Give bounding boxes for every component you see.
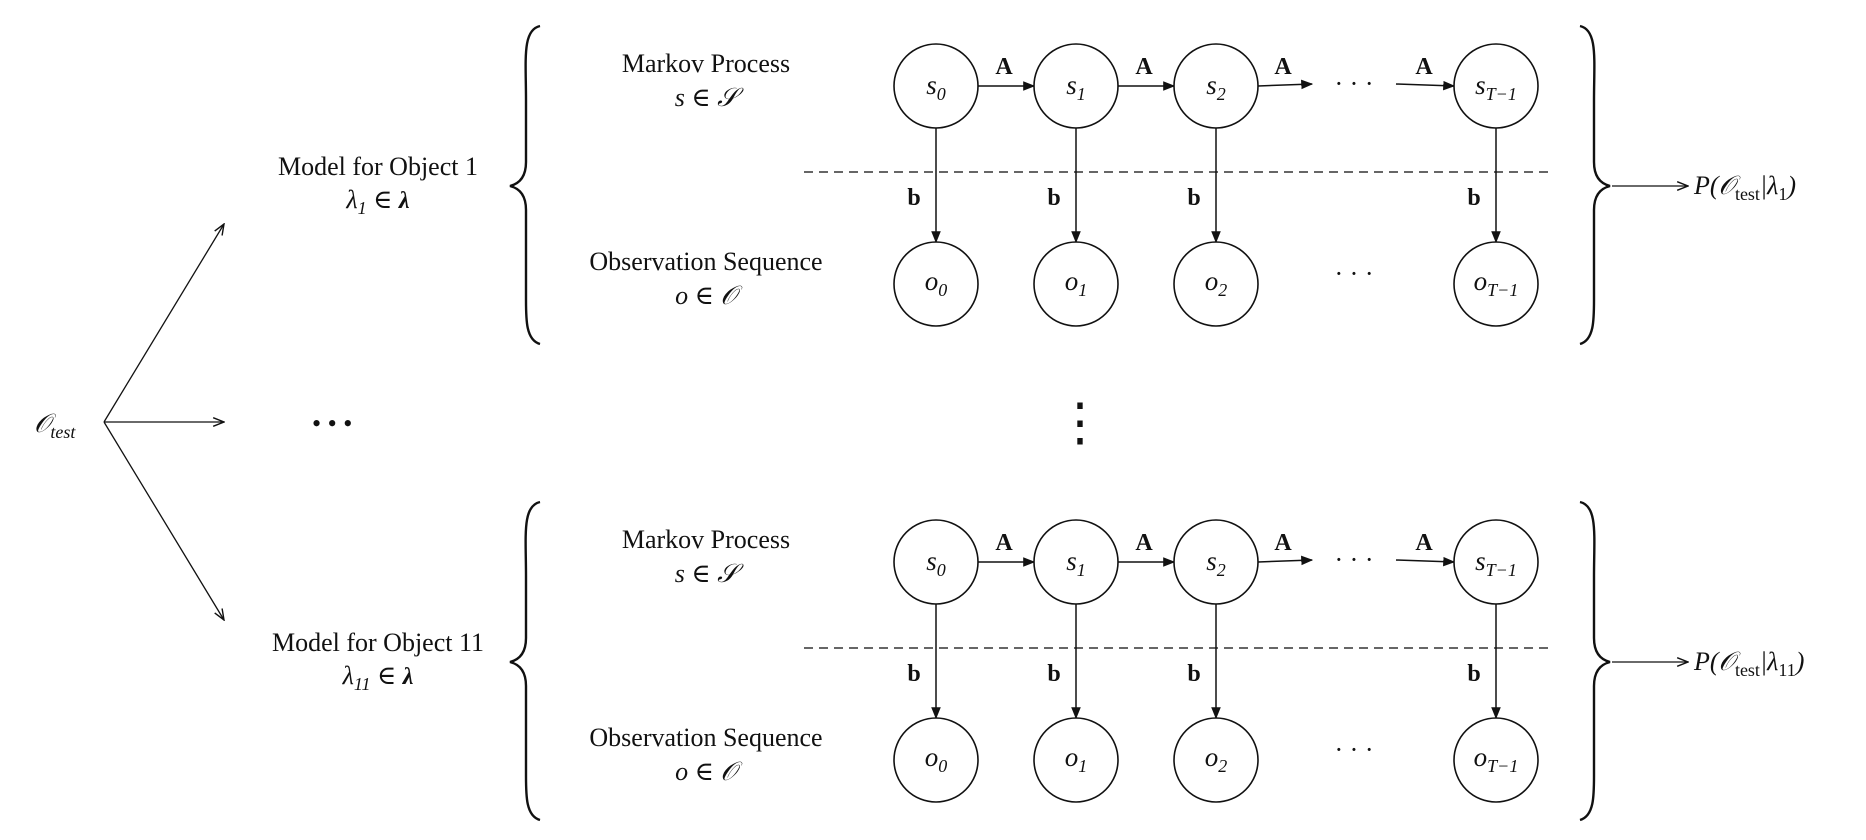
transition-label: A xyxy=(995,530,1013,556)
left-brace xyxy=(509,24,541,346)
model-lambda: λ11 ∈ λ xyxy=(342,661,414,694)
transition-arrow xyxy=(1395,80,1456,91)
observation-node-label: o1 xyxy=(1065,266,1088,300)
state-node-label: s2 xyxy=(1206,70,1226,104)
input-label: 𝒪test xyxy=(34,409,76,442)
observation-node-label: o0 xyxy=(925,266,948,300)
transition-label: A xyxy=(1415,54,1433,80)
state-node xyxy=(1173,43,1259,129)
state-node xyxy=(1453,519,1539,605)
output-likelihood: P(𝒪test|λ11) xyxy=(1693,647,1804,680)
transition-label: A xyxy=(1274,54,1292,80)
observation-node xyxy=(1453,717,1539,803)
model-block-1: Model for Object 1 λ1 ∈ λ Markov Process s … xyxy=(278,24,1796,346)
observation-node xyxy=(1033,241,1119,327)
markov-process-label: Markov Process xyxy=(622,525,790,554)
observation-sequence-formula: o ∈ 𝒪 xyxy=(675,281,743,310)
transition-arrow xyxy=(1395,556,1456,567)
model-block-2: Model for Object 11 λ11 ∈ λ Markov Process… xyxy=(272,500,1804,822)
observation-node xyxy=(1033,717,1119,803)
state-node-label: s0 xyxy=(926,546,946,580)
observation-node xyxy=(1173,717,1259,803)
state-node-label: s0 xyxy=(926,70,946,104)
emission-label: b xyxy=(1467,661,1480,687)
observation-node xyxy=(1173,241,1259,327)
state-node xyxy=(1453,43,1539,129)
markov-process-label: Markov Process xyxy=(622,49,790,78)
output-likelihood: P(𝒪test|λ1) xyxy=(1693,171,1796,204)
observation-sequence-label: Observation Sequence xyxy=(589,723,822,752)
state-chain-dots: · · · xyxy=(1335,545,1374,574)
transition-label: A xyxy=(1135,530,1153,556)
state-chain-dots: · · · xyxy=(1335,69,1374,98)
emission-label: b xyxy=(1467,185,1480,211)
observation-chain-dots: · · · xyxy=(1335,735,1374,764)
observation-node xyxy=(893,241,979,327)
transition-label: A xyxy=(1135,54,1153,80)
state-node-label: sT−1 xyxy=(1475,70,1517,104)
emission-label: b xyxy=(1187,185,1200,211)
observation-node-label: oT−1 xyxy=(1474,266,1519,300)
right-brace xyxy=(1579,500,1611,822)
observation-node-label: o2 xyxy=(1205,266,1228,300)
observation-sequence-label: Observation Sequence xyxy=(589,247,822,276)
observation-node-label: o0 xyxy=(925,742,948,776)
observation-node-label: o2 xyxy=(1205,742,1228,776)
observation-node-label: o1 xyxy=(1065,742,1088,776)
right-brace xyxy=(1579,24,1611,346)
transition-label: A xyxy=(995,54,1013,80)
arrow-to-model-1 xyxy=(103,224,224,423)
state-node xyxy=(893,519,979,605)
observation-sequence-formula: o ∈ 𝒪 xyxy=(675,757,743,786)
emission-label: b xyxy=(1187,661,1200,687)
state-node-label: s1 xyxy=(1066,70,1086,104)
model-title: Model for Object 1 xyxy=(278,152,478,181)
state-node-label: s1 xyxy=(1066,546,1086,580)
emission-label: b xyxy=(907,661,920,687)
observation-chain-dots: · · · xyxy=(1335,259,1374,288)
arrow-to-model-11 xyxy=(103,421,224,620)
transition-label: A xyxy=(1274,530,1292,556)
left-brace xyxy=(509,500,541,822)
observation-node xyxy=(1453,241,1539,327)
emission-label: b xyxy=(1047,661,1060,687)
observation-node xyxy=(893,717,979,803)
emission-label: b xyxy=(1047,185,1060,211)
observation-node-label: oT−1 xyxy=(1474,742,1519,776)
emission-label: b xyxy=(907,185,920,211)
model-lambda: λ1 ∈ λ xyxy=(345,185,410,218)
transition-label: A xyxy=(1415,530,1433,556)
transition-arrow xyxy=(1257,79,1314,90)
state-node-label: sT−1 xyxy=(1475,546,1517,580)
state-node-label: s2 xyxy=(1206,546,1226,580)
state-node xyxy=(893,43,979,129)
middle-dots: • • • xyxy=(312,409,352,438)
markov-process-formula: s ∈ 𝒮 xyxy=(675,559,744,588)
model-title: Model for Object 11 xyxy=(272,628,484,657)
state-node xyxy=(1033,43,1119,129)
state-node xyxy=(1173,519,1259,605)
state-node xyxy=(1033,519,1119,605)
markov-process-formula: s ∈ 𝒮 xyxy=(675,83,744,112)
transition-arrow xyxy=(1257,555,1314,566)
vertical-dots: ⋮ xyxy=(1054,395,1106,452)
